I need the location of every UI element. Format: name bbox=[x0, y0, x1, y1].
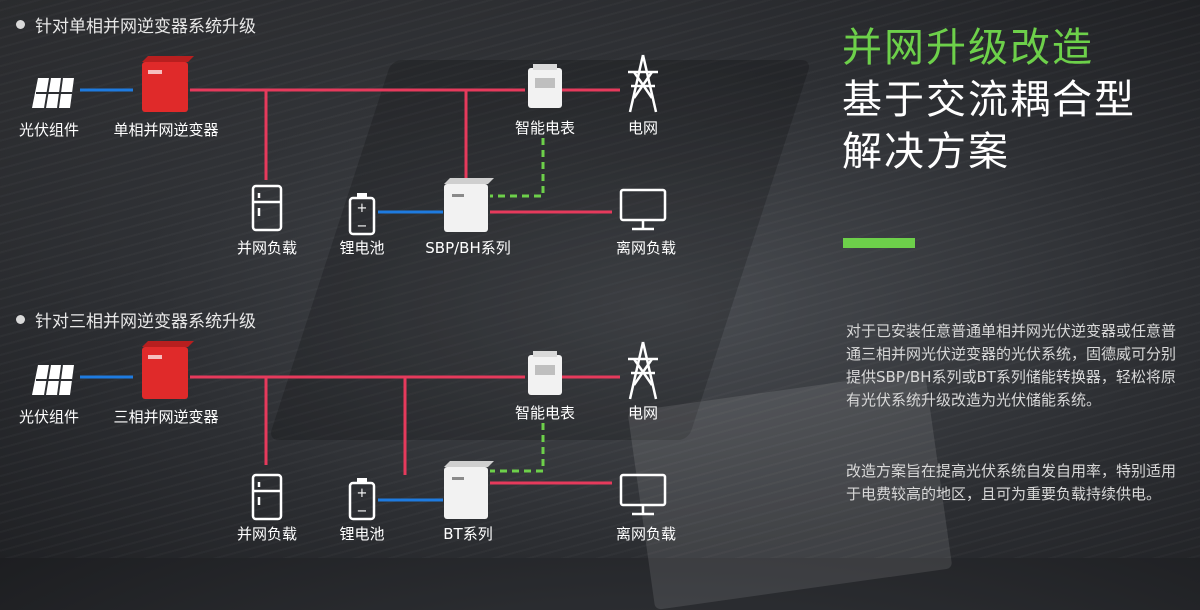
headline-line-2: 基于交流耦合型 bbox=[842, 77, 1136, 123]
smart-meter-icon bbox=[528, 64, 562, 108]
load-label: 并网负载 bbox=[236, 239, 298, 257]
section-title: 针对单相并网逆变器系统升级 bbox=[16, 12, 256, 37]
bullet-icon bbox=[16, 19, 25, 29]
inverter-label: 三相并网逆变器 bbox=[113, 408, 219, 426]
bullet-icon bbox=[16, 314, 25, 324]
offgrid-label: 离网负载 bbox=[615, 239, 677, 257]
three-phase-section: 针对三相并网逆变器系统升级 bbox=[0, 295, 800, 574]
wiring-diagram: + − bbox=[32, 54, 667, 236]
battery-icon: + − bbox=[348, 478, 376, 521]
accent-bar bbox=[843, 238, 915, 248]
storage-label: SBP/BH系列 bbox=[425, 239, 511, 257]
power-tower-icon bbox=[628, 341, 658, 400]
storage-label: BT系列 bbox=[443, 525, 493, 543]
battery-label: 锂电池 bbox=[339, 525, 385, 543]
svg-text:+: + bbox=[357, 486, 368, 501]
battery-label: 锂电池 bbox=[339, 239, 385, 257]
monitor-icon bbox=[619, 473, 667, 516]
headline-line-3: 解决方案 bbox=[842, 129, 1010, 175]
storage-inverter-icon bbox=[444, 178, 494, 232]
section-title: 针对三相并网逆变器系统升级 bbox=[16, 307, 256, 332]
description-paragraph-2: 改造方案旨在提高光伏系统自发自用率，特别适用于电费较高的地区，且可为重要负载持续… bbox=[846, 462, 1177, 503]
smart-meter-icon bbox=[528, 351, 562, 395]
inverter-icon bbox=[142, 341, 194, 399]
pv-label: 光伏组件 bbox=[18, 121, 80, 139]
grid-label: 电网 bbox=[627, 404, 659, 422]
meter-label: 智能电表 bbox=[514, 119, 576, 137]
inverter-icon bbox=[142, 56, 194, 112]
grid-label: 电网 bbox=[627, 119, 659, 137]
comm-line-meter-storage bbox=[490, 138, 545, 198]
pv-label: 光伏组件 bbox=[18, 408, 80, 426]
battery-icon: + − bbox=[348, 193, 376, 236]
offgrid-label: 离网负载 bbox=[615, 525, 677, 543]
wiring-diagram: + − bbox=[32, 341, 667, 521]
comm-line-meter-storage bbox=[490, 423, 545, 473]
headline: 并网升级改造 基于交流耦合型 解决方案 bbox=[842, 22, 1136, 178]
power-tower-icon bbox=[628, 54, 658, 113]
solar-panel-icon bbox=[32, 364, 74, 396]
svg-text:−: − bbox=[357, 504, 368, 519]
single-phase-section: 针对单相并网逆变器系统升级 bbox=[0, 0, 800, 279]
refrigerator-icon bbox=[251, 473, 283, 521]
headline-line-1: 并网升级改造 bbox=[842, 25, 1094, 71]
svg-text:+: + bbox=[357, 201, 368, 216]
monitor-icon bbox=[619, 188, 667, 231]
meter-label: 智能电表 bbox=[514, 404, 576, 422]
background-texture bbox=[0, 0, 1200, 558]
storage-inverter-icon bbox=[444, 461, 494, 519]
inverter-label: 单相并网逆变器 bbox=[113, 121, 219, 139]
load-label: 并网负载 bbox=[236, 525, 298, 543]
refrigerator-icon bbox=[251, 184, 283, 232]
svg-text:−: − bbox=[357, 219, 368, 234]
description-paragraph-1: 对于已安装任意普通单相并网光伏逆变器或任意普通三相并网光伏逆变器的光伏系统，固德… bbox=[846, 322, 1177, 409]
solar-panel-icon bbox=[32, 77, 74, 109]
